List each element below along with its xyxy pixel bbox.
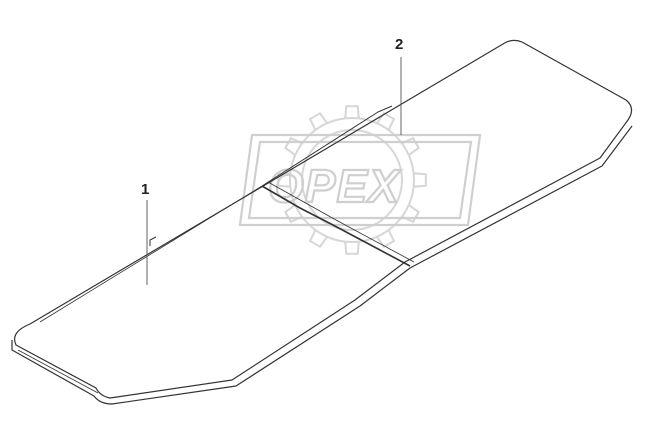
mat-outline — [14, 39, 633, 399]
callout-2-label: 2 — [395, 36, 403, 53]
mat-rear-seam — [261, 105, 393, 187]
gear-tooth — [413, 172, 427, 188]
mat-split-seam-2 — [267, 181, 415, 263]
gear-tooth — [308, 111, 328, 131]
mat-inner-edge — [39, 185, 263, 323]
gear-tooth — [376, 111, 396, 131]
mat-split-seam — [261, 185, 411, 267]
callout-1-label: 1 — [141, 181, 149, 198]
floor-mat-drawing — [11, 39, 633, 405]
mat-notch — [149, 236, 157, 246]
mat-thickness-edge — [11, 125, 633, 405]
watermark-text: OPEX — [268, 160, 401, 212]
gear-tooth — [376, 229, 396, 249]
gear-tooth — [344, 241, 360, 255]
gear-tooth — [344, 105, 360, 119]
gear-tooth — [308, 229, 328, 249]
callout-leaders — [146, 57, 402, 285]
mat-thickness-edge-inner — [17, 349, 99, 394]
